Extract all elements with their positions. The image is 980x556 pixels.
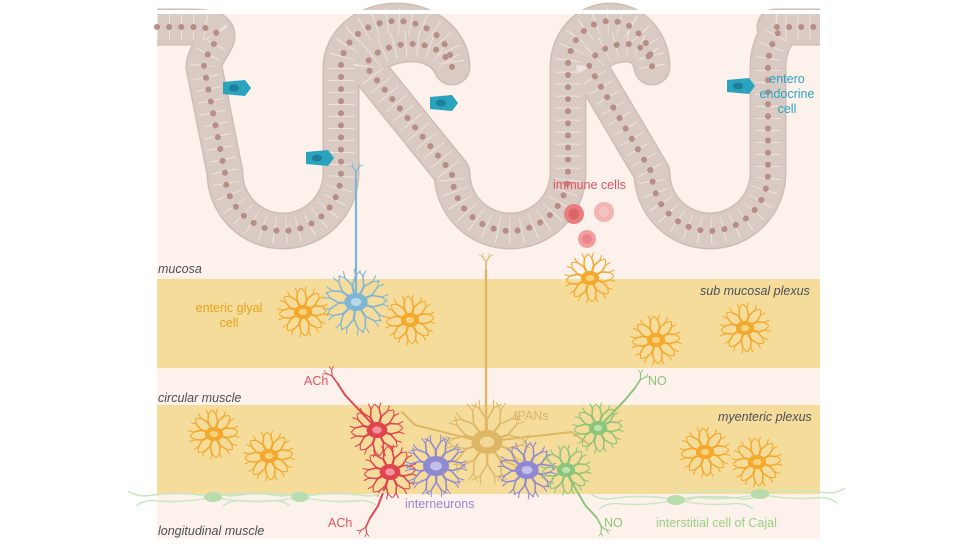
label-ach-top: ACh [304, 374, 328, 389]
entero-cell-2 [430, 95, 458, 111]
label-sub-mucosal-plexus: sub mucosal plexus [700, 284, 810, 299]
label-ach-bottom: ACh [328, 516, 352, 531]
label-interstitial-cell-of-cajal: interstitial cell of Cajal [656, 516, 777, 531]
label-ipans: IPANs [514, 409, 549, 424]
immune-cell-1 [564, 204, 584, 224]
page-top-gap [157, 10, 820, 14]
label-interneurons: interneurons [405, 497, 475, 512]
label-no-top: NO [648, 374, 667, 389]
label-mucosa: mucosa [158, 262, 202, 277]
label-enteric-glial-cell: enteric glyal cell [184, 301, 274, 331]
entero-cell-4 [727, 78, 755, 94]
label-circular-muscle: circular muscle [158, 391, 241, 406]
label-entero-endocrine-cell: entero endocrine cell [752, 72, 822, 117]
immune-cell-2 [594, 202, 614, 222]
label-immune-cells: immune cells [553, 178, 626, 193]
label-longitudinal-muscle: longitudinal muscle [158, 524, 264, 539]
entero-cell-3 [306, 150, 334, 166]
label-no-bottom: NO [604, 516, 623, 531]
immune-cell-3 [578, 230, 596, 248]
label-myenteric-plexus: myenteric plexus [718, 410, 812, 425]
